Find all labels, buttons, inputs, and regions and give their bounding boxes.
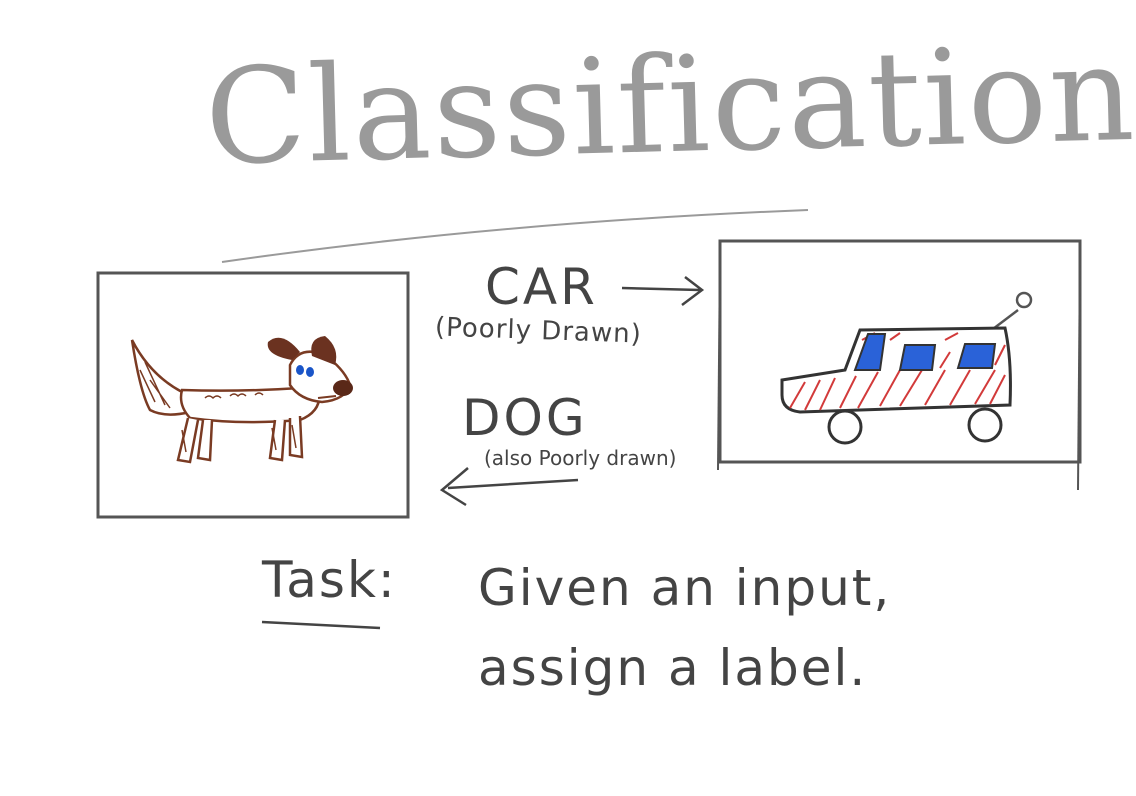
task-line-1: Given an input,: [478, 559, 892, 617]
dog-icon: [130, 336, 353, 464]
dog-arrow: [439, 467, 579, 507]
task-heading: Task:: [262, 551, 397, 609]
task-underline: [261, 620, 381, 630]
dog-image-frame: [96, 271, 410, 519]
title-underline: [221, 209, 809, 263]
task-line-2: assign a label.: [478, 639, 868, 697]
car-icon: [780, 291, 1033, 445]
dog-note: (also Poorly drawn): [484, 446, 677, 470]
car-note: (Poorly Drawn): [434, 312, 643, 350]
car-arrow: [621, 276, 705, 306]
dog-label: DOG: [462, 389, 588, 447]
car-label: CAR: [485, 258, 598, 316]
